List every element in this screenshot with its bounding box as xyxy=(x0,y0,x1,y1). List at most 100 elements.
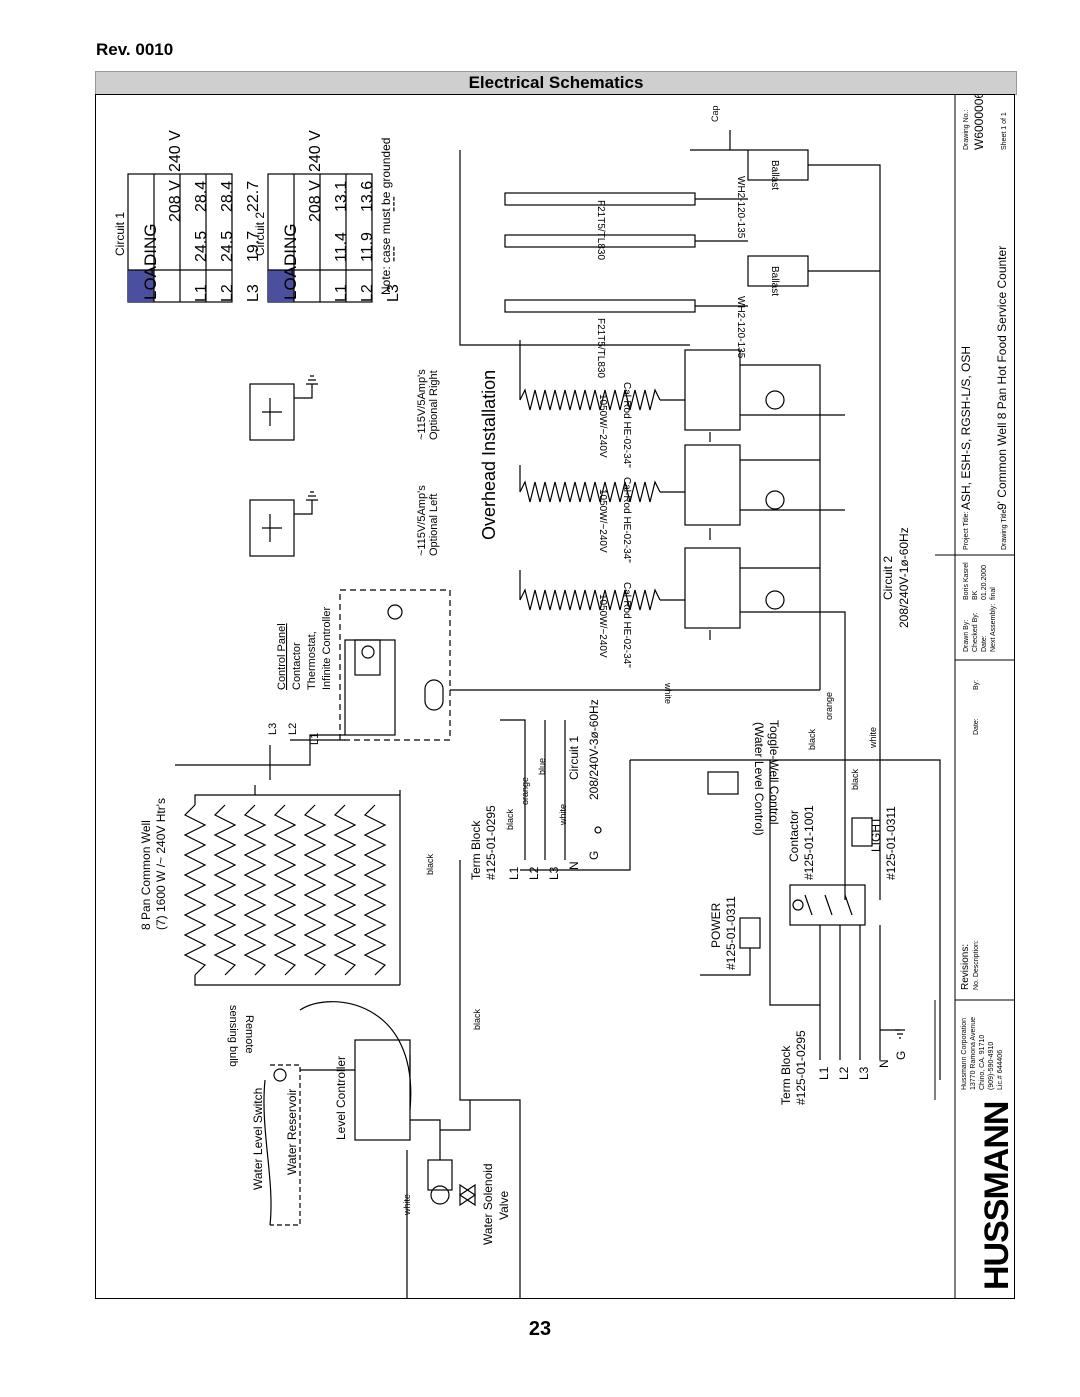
c2-r1-240: 13.1 xyxy=(333,181,350,212)
term-block-top-part: #125-01-0295 xyxy=(484,805,498,880)
circuit1-loading: LOADING xyxy=(141,223,160,300)
loading-values: L1 24.5 28.4 L2 24.5 28.4 L3 19.7 22.7 L… xyxy=(193,181,402,302)
calrod-2-model: Cal-Rod HE-02-34" xyxy=(621,477,632,563)
company-line-4: (909)-590-4910 xyxy=(988,1042,995,1090)
light-label: LIGHT xyxy=(869,816,883,852)
drawn-by-value: Boris Kasrel xyxy=(963,562,970,600)
next-assembly-value: final xyxy=(990,587,997,600)
term-top-g: G xyxy=(587,851,601,860)
term-block-bottom-title: Term Block xyxy=(779,1045,793,1105)
lamp-tube-label-1: F21T5/TL830 xyxy=(595,200,606,260)
light-switch xyxy=(851,817,873,847)
date-label: Date: xyxy=(981,635,988,652)
receptacle-right-rating: ~115V/5Amp's xyxy=(416,369,428,440)
wire-white-1: white xyxy=(402,1194,412,1216)
company-line-2: 13770 Ramona Avenue xyxy=(970,1017,977,1090)
term-top-l1: L1 xyxy=(507,866,521,880)
circuit2-feed-spec: 208/240V-1ø-60Hz xyxy=(897,527,911,628)
wire-blue-1: blue xyxy=(537,758,547,775)
wire-black-3: black xyxy=(505,808,515,830)
company-line-1: Hussmann Corporation xyxy=(961,1018,968,1090)
revisions-label: Revisions: xyxy=(960,944,971,990)
term-bottom-l1: L1 xyxy=(817,1066,831,1080)
contactor-title: Contactor xyxy=(787,810,801,862)
circuit2-label: Circuit 2 xyxy=(253,212,267,256)
water-level-switch-label: Water Level Switch xyxy=(251,1088,265,1190)
term-top-n: N xyxy=(567,861,581,870)
circuit2-loading: LOADING xyxy=(281,223,300,300)
lamp-tube-label-2: F21T5/TL830 xyxy=(595,318,606,378)
c1-r2-240: 28.4 xyxy=(219,181,236,212)
calrod-1-model: Cal-Rod HE-02-34" xyxy=(621,382,632,468)
term-block-bottom-part: #125-01-0295 xyxy=(794,1030,808,1105)
c1-r2-208: 24.5 xyxy=(219,231,236,262)
loading-table-circuit1 xyxy=(127,173,233,303)
drawing-title-label: Drawing Title: xyxy=(1001,508,1008,550)
circuit1-label: Circuit 1 xyxy=(113,212,127,256)
heaters-title: 8 Pan Common Well xyxy=(139,820,153,930)
term-bottom-g: G xyxy=(894,1051,908,1060)
term-top-l3: L3 xyxy=(547,866,561,880)
well-heaters xyxy=(183,785,400,986)
level-controller-label: Level Controller xyxy=(334,1056,348,1140)
c1-r3-line: L3 xyxy=(245,284,262,302)
power-label: POWER xyxy=(709,902,723,948)
circuit2-v240: 240 V xyxy=(307,130,324,172)
lamp-part-1: WH2-120-135 xyxy=(735,176,746,239)
drawing-title-value: 9' Common Well 8 Pan Hot Food Service Co… xyxy=(995,246,1009,510)
calrod-3-model: Cal-Rod HE-02-34" xyxy=(621,582,632,668)
wire-black-1: black xyxy=(425,853,435,875)
rev-by-label: By: xyxy=(973,680,980,690)
circuit2-v208: 208 V xyxy=(307,180,324,222)
wire-white-3: white xyxy=(558,804,568,826)
c1-r3-240: 22.7 xyxy=(245,181,262,212)
ballast-1-label: Ballast xyxy=(769,160,780,190)
solenoid-label-b: Valve xyxy=(497,1191,511,1220)
c1-r1-line: L1 xyxy=(193,284,210,302)
project-title-value: ASH, ESH-S, RGSH-L/S, OSH xyxy=(959,346,973,510)
wire-white-2: white xyxy=(663,682,673,704)
circuit1-v240: 240 V xyxy=(167,130,184,172)
wire-black-4: black xyxy=(807,728,817,750)
control-panel-title: Control Panel xyxy=(276,623,288,690)
lamp-part-2: WH2-120-135 xyxy=(735,296,746,359)
sensing-bulb-label: sensing bulb xyxy=(227,1005,239,1067)
light-part: #125-01-0311 xyxy=(884,806,898,880)
loading-table-circuit2 xyxy=(267,173,373,303)
term-bottom-l3: L3 xyxy=(857,1066,871,1080)
line-l3-top: L3 xyxy=(267,723,279,735)
no-desc-label: No. Description: xyxy=(973,940,980,990)
drawing-no-value: W6000006 xyxy=(972,94,986,150)
circuit1-feed-label: Circuit 1 xyxy=(567,736,581,780)
c2-r3-240: --- xyxy=(385,196,402,212)
company-line-5: Lic.# 644406 xyxy=(997,1050,1004,1090)
power-switch xyxy=(739,917,761,949)
toggle-sub: (Water Level Control) xyxy=(752,722,766,836)
circuit1-v208: 208 V xyxy=(167,180,184,222)
c1-r1-208: 24.5 xyxy=(193,231,210,262)
schematic-sheet: Circuit 1 LOADING 208 V 240 V Circuit 2 … xyxy=(113,94,1015,1299)
control-panel-contactor: Contactor xyxy=(291,642,303,690)
c2-r3-line: L3 xyxy=(385,284,402,302)
line-l2-top: L2 xyxy=(287,723,299,735)
level-controller xyxy=(354,1039,411,1141)
term-bottom-l2: L2 xyxy=(837,1066,851,1080)
c2-r3-208: --- xyxy=(385,246,402,262)
brand-logo: HUSSMANN xyxy=(978,1102,1015,1290)
next-assembly-label: Next Assembly: xyxy=(990,604,997,652)
heaters-spec: (7) 1600 W /~ 240V Htr's xyxy=(154,798,168,930)
receptacle-right xyxy=(249,383,295,441)
c1-r2-line: L2 xyxy=(219,284,236,302)
control-panel-thermostat: Thermostat, xyxy=(306,631,318,690)
line-l1-top: L1 xyxy=(309,733,321,745)
control-panel xyxy=(339,589,451,741)
receptacle-left-label: Optional Left xyxy=(428,494,440,556)
ballast-2-label: Ballast xyxy=(769,266,780,296)
control-panel-controller: Infinite Controller xyxy=(321,607,333,690)
sheet-number: Sheet 1 of 1 xyxy=(1001,112,1008,150)
date-value: 01.20.2000 xyxy=(981,565,988,600)
c2-r2-240: 13.6 xyxy=(359,181,376,212)
calrod-2-rating: 1050W/~240V xyxy=(597,489,608,553)
page-number: 23 xyxy=(528,1318,552,1340)
title-block xyxy=(934,95,1014,1298)
